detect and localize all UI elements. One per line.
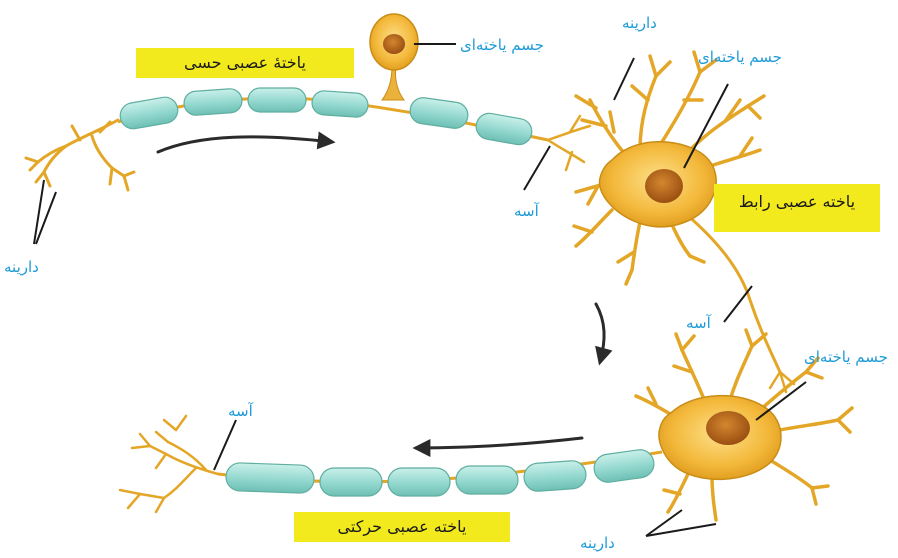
sensory-myelin-left: [118, 88, 369, 131]
motor-nucleus: [706, 411, 750, 445]
interneuron-label: یاخته عصبی رابط: [714, 184, 880, 232]
arrow-bottom: [416, 438, 582, 448]
interneuron-cell-body-label: جسم یاخته‌ای: [698, 48, 782, 66]
motor-neuron-label: یاخته عصبی حرکتی: [294, 512, 510, 542]
sensory-myelin-right: [408, 96, 533, 147]
arrow-top: [158, 137, 332, 152]
motor-dendrite-label: دارینه: [580, 534, 615, 552]
flow-arrows: [158, 137, 604, 448]
sensory-dendrite-label: دارینه: [4, 258, 39, 276]
interneuron-dendrite-label: دارینه: [622, 14, 657, 32]
motor-axon-label: آسه: [228, 402, 253, 420]
motor-axon-terminals: [120, 416, 218, 512]
motor-neuron: [120, 330, 852, 520]
sensory-nucleus: [383, 34, 405, 54]
arrow-right: [596, 304, 604, 362]
interneuron-nucleus: [645, 169, 683, 203]
motor-cell-body-label: جسم یاخته‌ای: [804, 348, 888, 366]
motor-myelin: [226, 448, 656, 496]
interneuron-axon-label: آسه: [686, 314, 711, 332]
sensory-axon-label: آسه: [514, 202, 539, 220]
sensory-cell-body-label: جسم یاخته‌ای: [460, 36, 544, 54]
sensory-dendrites: [26, 120, 134, 190]
sensory-neuron-label: یاختهٔ عصبی حسی: [136, 48, 354, 78]
